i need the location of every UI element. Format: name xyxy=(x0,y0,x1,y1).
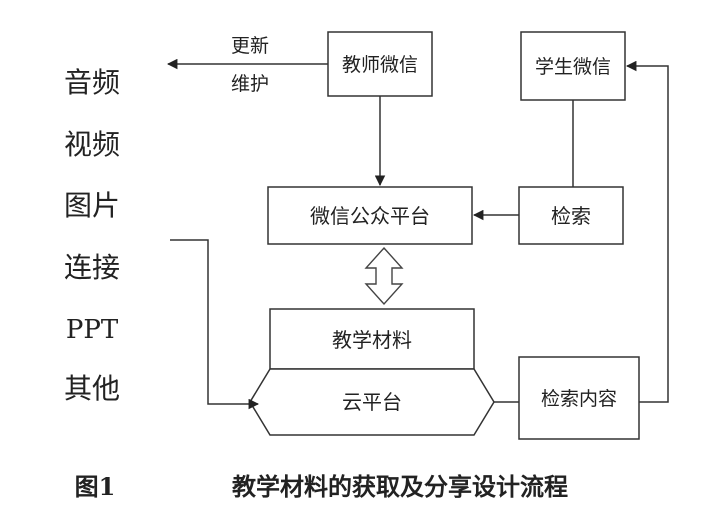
media-type-list: 音频 视频 图片 连接 PPT 其他 xyxy=(64,66,120,405)
figure-title: 教学材料的获取及分享设计流程 xyxy=(232,472,568,501)
sync-double-arrow xyxy=(364,246,404,306)
student-wechat-label: 学生微信 xyxy=(535,56,611,78)
update-maintain-edge: 更新 维护 xyxy=(166,35,328,95)
teaching-materials-label: 教学材料 xyxy=(332,328,412,352)
search-content-node: 检索内容 xyxy=(518,356,640,440)
cloud-platform-label: 云平台 xyxy=(342,390,402,414)
student-wechat-node: 学生微信 xyxy=(520,31,626,101)
teacher-wechat-node: 教师微信 xyxy=(327,31,433,97)
media-type-link: 连接 xyxy=(64,251,120,284)
media-type-audio: 音频 xyxy=(64,66,120,99)
media-type-video: 视频 xyxy=(64,128,120,161)
media-type-other: 其他 xyxy=(64,372,120,405)
media-type-ppt: PPT xyxy=(66,315,119,345)
edge-label-update: 更新 xyxy=(231,35,269,57)
figure-caption: 图1 教学材料的获取及分享设计流程 xyxy=(75,472,568,501)
figure-number: 图1 xyxy=(75,472,116,501)
search-node: 检索 xyxy=(518,186,624,245)
cloud-platform-node: 云平台 xyxy=(249,368,495,436)
teaching-materials-node: 教学材料 xyxy=(269,308,475,370)
teacher-wechat-label: 教师微信 xyxy=(342,54,418,76)
media-to-cloud-arrow xyxy=(170,239,260,410)
edge-label-maintain: 维护 xyxy=(231,73,269,95)
search-content-label: 检索内容 xyxy=(541,388,617,410)
official-platform-node: 微信公众平台 xyxy=(267,186,473,245)
search-content-to-student-arrow xyxy=(625,60,669,403)
official-platform-label: 微信公众平台 xyxy=(310,204,430,228)
search-label: 检索 xyxy=(551,204,591,228)
media-type-image: 图片 xyxy=(64,189,120,222)
